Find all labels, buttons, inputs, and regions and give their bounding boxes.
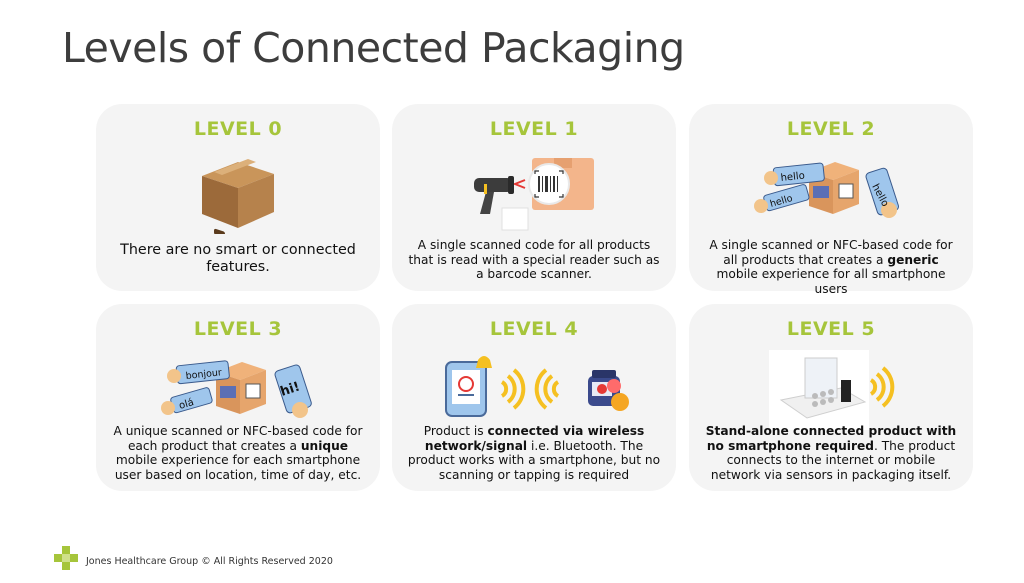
level-1-card: LEVEL 1 A single scanned code for all pr… <box>392 104 676 291</box>
phones-greetings-box-icon: bonjour olá hi! <box>96 348 380 434</box>
level-label: LEVEL 1 <box>489 118 579 140</box>
level-5-card: LEVEL 5 Stand-alone connected product wi… <box>689 304 973 491</box>
level-4-card: LEVEL 4 Product is connected via wireles… <box>392 304 676 491</box>
level-description: Stand-alone connected product with no sm… <box>705 424 957 482</box>
barcode-scanner-icon <box>392 148 676 234</box>
level-label: LEVEL 5 <box>786 318 876 340</box>
level-label: LEVEL 2 <box>786 118 876 140</box>
page-title: Levels of Connected Packaging <box>62 24 685 72</box>
speech-bubble-text: bonjour <box>185 367 222 382</box>
level-label: LEVEL 3 <box>193 318 283 340</box>
copyright-footer: Jones Healthcare Group © All Rights Rese… <box>86 556 333 567</box>
level-2-card: LEVEL 2 hello hello hello A single scann… <box>689 104 973 296</box>
level-description: A unique scanned or NFC-based code for e… <box>113 424 363 482</box>
level-3-card: LEVEL 3 bonjour olá hi! A unique scanned… <box>96 304 380 491</box>
level-description: Product is connected via wireless networ… <box>407 424 661 482</box>
level-0-card: LEVEL 0 There are no smart or connected … <box>96 104 380 291</box>
wireless-pill-bottle-icon <box>392 348 676 434</box>
level-description: There are no smart or connected features… <box>120 242 356 275</box>
level-label: LEVEL 0 <box>193 118 283 140</box>
speech-bubble-text: hi! <box>279 379 302 399</box>
level-description: A single scanned or NFC-based code for a… <box>709 238 953 296</box>
level-description: A single scanned code for all products t… <box>408 238 660 282</box>
speech-bubble-text: hello <box>780 171 805 184</box>
speech-bubble-text: olá <box>178 396 196 412</box>
level-label: LEVEL 4 <box>489 318 579 340</box>
smart-package-icon <box>689 348 973 434</box>
cardboard-box-icon <box>96 148 380 238</box>
company-logo-icon <box>52 546 80 578</box>
phones-hello-box-icon: hello hello hello <box>689 148 973 234</box>
